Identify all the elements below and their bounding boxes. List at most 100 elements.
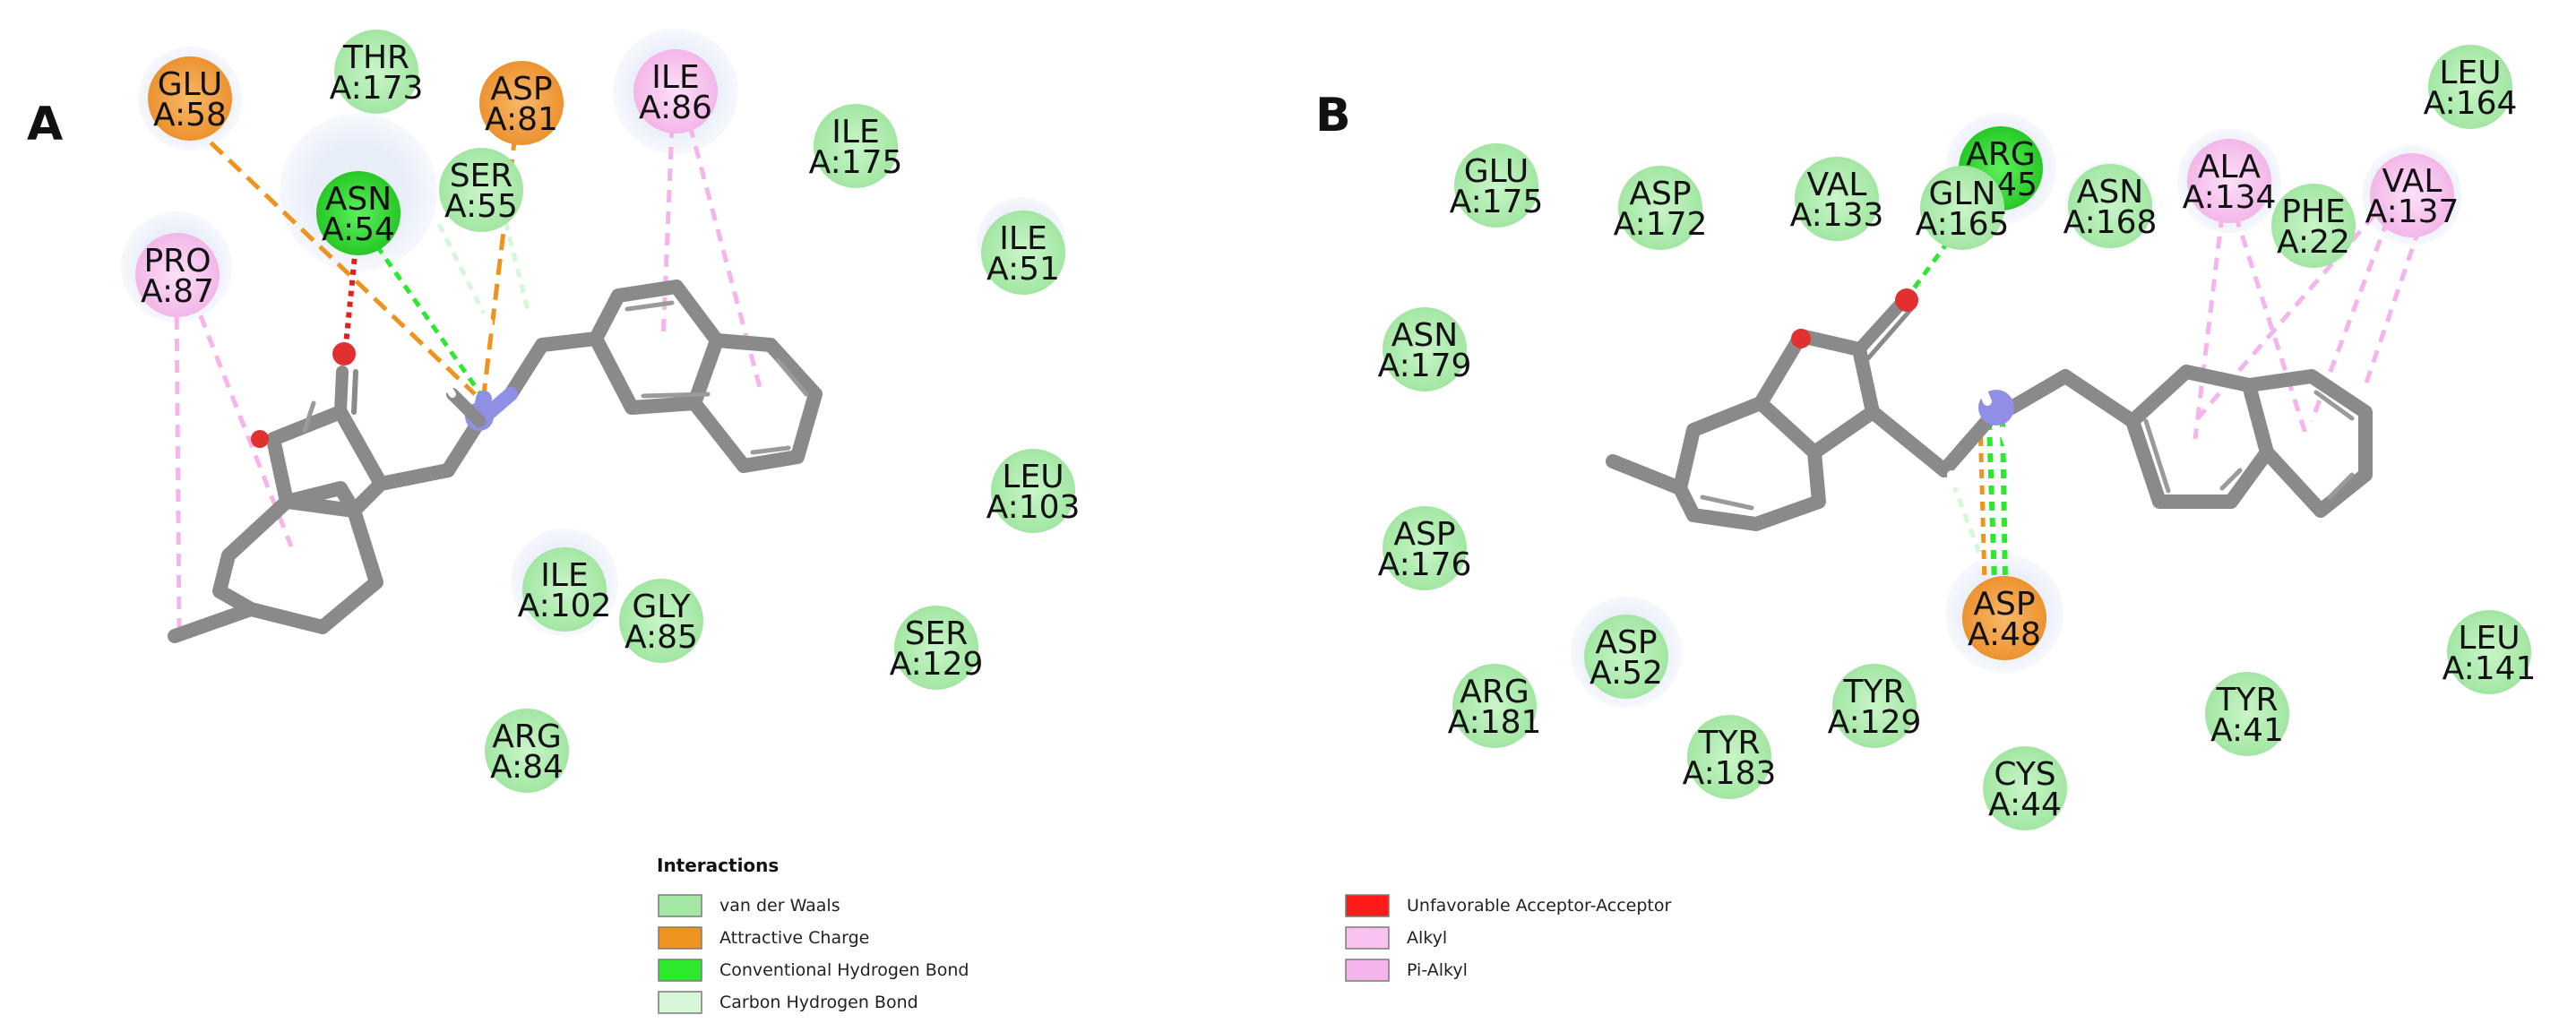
legend-label: Pi-Alkyl	[1407, 960, 1468, 980]
residue-name: LEU	[2439, 55, 2501, 91]
residue-name: ASP	[1973, 586, 2035, 623]
residue-disc	[1687, 715, 1771, 799]
legend-item-van-der-waals: van der Waals	[658, 894, 840, 917]
residue-disc	[2370, 153, 2454, 237]
legend-swatch	[658, 926, 702, 950]
residue-disc	[479, 61, 564, 145]
residue-number: A:172	[1614, 206, 1708, 243]
residue-disc	[316, 171, 401, 255]
residue-name: ILE	[651, 59, 699, 96]
residue-number: A:48	[1968, 616, 2041, 653]
residue-disc	[1454, 143, 1538, 228]
legend-item-conventional-hydrogen-bond: Conventional Hydrogen Bond	[658, 959, 969, 982]
residue-name: GLU	[1464, 153, 1529, 190]
legend-swatch	[658, 894, 702, 917]
residue-number: A:181	[1448, 704, 1542, 741]
residue-number: A:168	[2063, 204, 2158, 241]
residue-disc	[1832, 664, 1917, 748]
residue-number: A:164	[2424, 85, 2518, 122]
residue-name: ARG	[1460, 674, 1529, 710]
residue-number: A:183	[1683, 755, 1777, 792]
residue-name: ASN	[325, 181, 392, 218]
residue-name: ASP	[1629, 176, 1691, 212]
residue-number: A:129	[890, 646, 984, 683]
legend-title: Interactions	[657, 855, 779, 876]
residue-number: A:102	[518, 588, 612, 624]
residue-disc	[991, 449, 1075, 533]
residue-number: A:173	[330, 70, 424, 107]
residue-disc	[2068, 164, 2152, 248]
residue-number: A:133	[1790, 197, 1884, 234]
residue-disc	[439, 148, 523, 232]
residue-disc	[1452, 664, 1537, 748]
ligand-a	[168, 280, 823, 643]
residue-name: ILE	[540, 557, 588, 594]
residue-name: VAL	[1806, 167, 1866, 203]
residue-number: A:52	[1590, 655, 1663, 692]
residue-disc	[2271, 184, 2356, 268]
residue-number: A:165	[1916, 206, 2010, 243]
residue-name: TYR	[1698, 725, 1761, 761]
residue-name: GLN	[1929, 176, 1996, 212]
residue-name: ASP	[1595, 624, 1657, 661]
residue-name: SER	[905, 615, 969, 652]
legend-label: Carbon Hydrogen Bond	[719, 993, 918, 1012]
residue-number: A:41	[2210, 712, 2284, 749]
residue-disc	[1618, 166, 1702, 250]
residue-number: A:129	[1828, 704, 1922, 741]
residue-name: PRO	[143, 243, 211, 280]
residue-name: ILE	[831, 114, 879, 150]
residue-disc	[522, 547, 607, 632]
residue-name: VAL	[2382, 163, 2442, 200]
residue-number: A:175	[809, 144, 903, 181]
residue-name: SER	[450, 158, 513, 194]
legend-item-carbon-hydrogen-bond: Carbon Hydrogen Bond	[658, 991, 918, 1014]
legend-label: Unfavorable Acceptor-Acceptor	[1407, 896, 1671, 916]
legend-item-attractive-charge: Attractive Charge	[658, 926, 869, 950]
legend-swatch	[1345, 926, 1390, 950]
residue-disc	[1962, 576, 2046, 660]
residue-disc	[334, 30, 418, 114]
panel-letter-b: B	[1315, 89, 1351, 142]
residue-name: THR	[342, 39, 409, 76]
residue-number: A:81	[485, 101, 558, 138]
residue-disc	[135, 233, 220, 317]
residue-number: A:85	[625, 619, 698, 656]
legend-item-pi-alkyl: Pi-Alkyl	[1345, 959, 1468, 982]
legend-item-unfavorable-acceptor-acceptor: Unfavorable Acceptor-Acceptor	[1345, 894, 1671, 917]
residue-number: A:175	[1450, 184, 1544, 220]
legend-item-alkyl: Alkyl	[1345, 926, 1447, 950]
residue-number: A:179	[1378, 348, 1472, 384]
panel-a: A	[27, 29, 1080, 793]
residue-number: A:54	[322, 211, 395, 248]
residue-number: A:103	[986, 489, 1081, 526]
residue-disc	[814, 104, 898, 188]
panel-b: B	[1315, 45, 2536, 830]
residue-disc	[1584, 615, 1668, 699]
